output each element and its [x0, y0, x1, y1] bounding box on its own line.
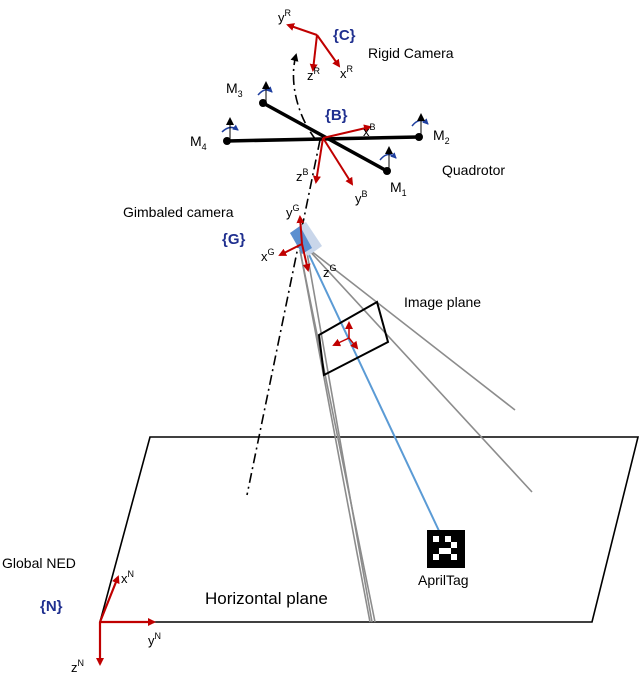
apriltag-marker — [427, 530, 465, 568]
frame-g-label: {G} — [222, 231, 246, 248]
trajectory-dashdot — [246, 139, 321, 496]
body-frame-axes — [312, 124, 372, 186]
motor-m1-label: M1 — [390, 179, 407, 198]
horizontal-plane-label: Horizontal plane — [205, 589, 328, 608]
image-plane-axes — [332, 321, 359, 350]
gimbaled-camera-label: Gimbaled camera — [123, 204, 234, 220]
motor-m2-label: M2 — [433, 127, 450, 146]
gimbaled-camera-body — [290, 222, 322, 256]
axis-yr-label: yR — [278, 8, 292, 25]
frame-c-label: {C} — [333, 27, 356, 44]
axis-zn-label: zN — [71, 658, 84, 675]
global-ned-label: Global NED — [2, 555, 76, 571]
camera-frustum — [299, 246, 533, 623]
axis-zb-label: zB — [296, 167, 309, 184]
rotor-spin-icons — [221, 81, 429, 168]
rotor-m1-spin-icon — [379, 152, 397, 161]
frame-n-label: {N} — [40, 598, 63, 615]
apriltag-label: AprilTag — [418, 572, 469, 588]
rigid-camera-axes — [286, 23, 341, 72]
global-ned-axes — [96, 575, 156, 666]
motor-m2-hub — [415, 133, 423, 141]
axis-yn-label: yN — [148, 631, 161, 648]
motor-m4-label: M4 — [190, 133, 207, 152]
axis-xr-label: xR — [340, 64, 354, 81]
motor-m3-hub — [259, 99, 267, 107]
rotor-m3-spin-icon — [257, 86, 273, 96]
image-plane — [317, 300, 390, 377]
rigid-camera-label: Rigid Camera — [368, 45, 454, 61]
axis-xn-label: xN — [121, 569, 134, 586]
trajectory-curve — [290, 53, 317, 141]
gimbal-frame-axes — [278, 215, 311, 272]
quadrotor-label: Quadrotor — [442, 162, 505, 178]
rotor-m2-spin-icon — [411, 118, 429, 127]
axis-zg-label: zG — [323, 263, 337, 280]
axis-yb-label: yB — [355, 189, 368, 206]
motor-m4-hub — [223, 137, 231, 145]
axis-yg-label: yG — [286, 203, 300, 220]
axis-zr-label: zR — [307, 66, 321, 83]
camera-ray — [303, 243, 441, 534]
image-plane-label: Image plane — [404, 294, 481, 310]
frame-b-label: {B} — [325, 107, 348, 124]
horizontal-plane — [98, 436, 640, 623]
axis-xg-label: xG — [261, 247, 275, 264]
motor-m1-hub — [383, 167, 391, 175]
axis-xb-label: xB — [363, 122, 376, 139]
frustum-edge-left — [299, 249, 376, 623]
motor-m3-label: M3 — [226, 80, 243, 99]
